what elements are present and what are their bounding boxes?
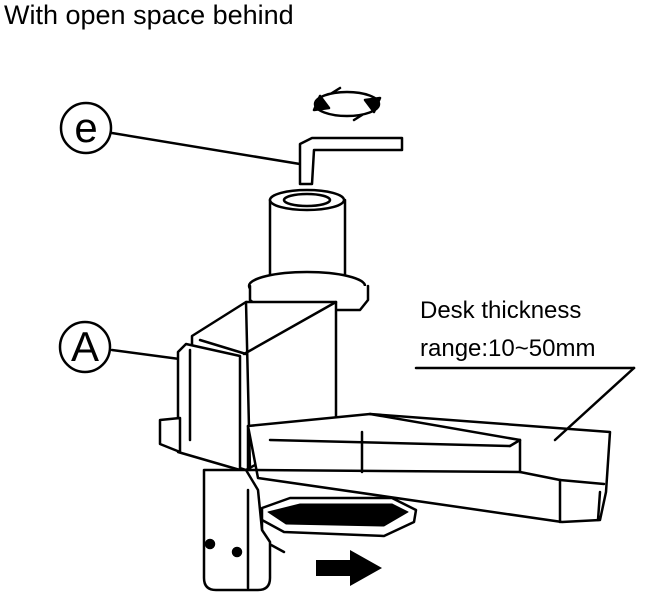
desk-slab (246, 412, 612, 524)
clamp-arm (202, 468, 272, 592)
clamp-plate (260, 496, 418, 554)
callout-e-label: e (74, 104, 97, 151)
desk-range-label: range:10~50mm (420, 335, 596, 362)
rotate-arrows-icon (312, 86, 382, 122)
mount-post (247, 188, 367, 302)
desk-thickness-label: Desk thickness (420, 297, 582, 324)
allen-key-icon (298, 136, 404, 186)
diagram-title: With open space behind (4, 0, 294, 30)
desk-label-leader (414, 366, 636, 442)
callout-e (59, 101, 314, 168)
clamp-body (158, 284, 370, 472)
callout-a-label: A (71, 323, 99, 370)
push-arrow-icon (316, 550, 382, 586)
